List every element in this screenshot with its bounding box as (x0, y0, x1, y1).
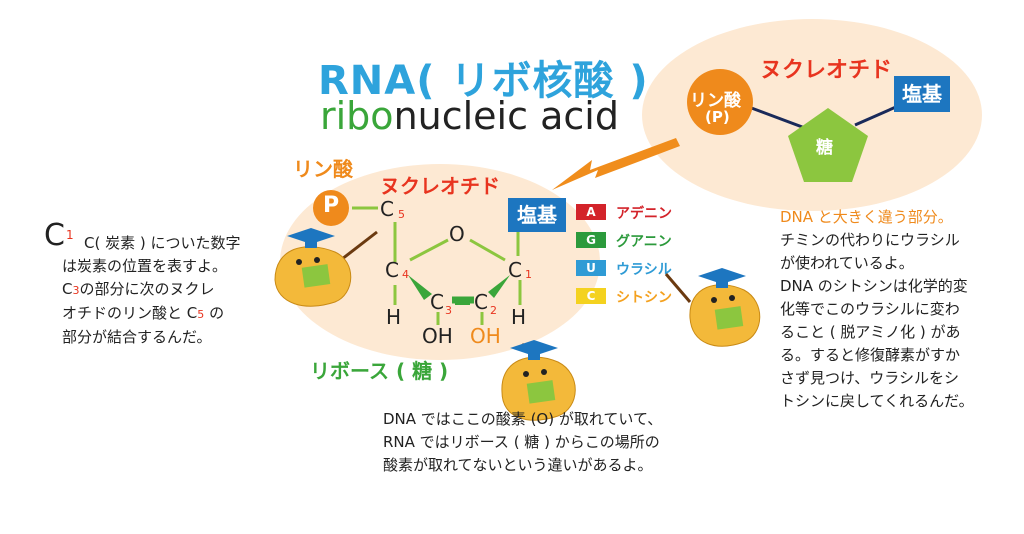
adenine-tag: A (576, 204, 606, 220)
structure-nucleotide-label: ヌクレオチド (380, 174, 500, 198)
phosphate-circle (687, 69, 753, 135)
left-note-line-1: C( 炭素 ) についた数字 (84, 234, 241, 252)
left-note-c3: C (62, 280, 73, 298)
right-note-line-4: 化等でこのウラシルに変わ (780, 300, 960, 318)
right-note-line-5: ること ( 脱アミノ化 ) があ (780, 323, 961, 341)
bottom-note: DNA ではここの酸素 (O) が取れていて、 RNA ではリボース ( 糖 )… (383, 408, 662, 477)
base-item-guanine: G グアニン (576, 228, 686, 252)
atom-c2: C (474, 290, 488, 314)
ribose-label: リボース ( 糖 ) (310, 359, 449, 383)
left-note-c5-num: 5 (197, 308, 205, 321)
mascot-right (664, 268, 761, 347)
base-item-adenine: A アデニン (576, 200, 686, 224)
phosphate-symbol: P (322, 193, 340, 218)
atom-oh-3: OH (422, 324, 453, 348)
nucleotide-highlight (642, 19, 982, 211)
base-legend: A アデニン G グアニン U ウラシル C シトシン (576, 200, 686, 308)
left-note-big-num: 1 (66, 228, 74, 242)
left-note-c3-num: 3 (72, 284, 80, 297)
base-item-cytosine: C シトシン (576, 284, 686, 308)
cytosine-label: シトシン (616, 290, 672, 306)
page-title: RNA( リボ核酸 ) (318, 58, 649, 104)
schematic-sugar-label: 糖 (816, 138, 833, 158)
schematic-phosphate-short: (P) (705, 108, 730, 126)
left-note-c5-tail: の (209, 304, 225, 322)
atom-c5-num: 5 (398, 208, 405, 221)
subtitle-rest: nucleic acid (393, 94, 619, 138)
mascot-left (274, 228, 378, 307)
left-note-big-c: C (44, 218, 65, 253)
structure-phosphate-label: リン酸 (293, 157, 353, 181)
guanine-label: グアニン (616, 234, 672, 250)
atom-c4: C (385, 258, 399, 282)
left-note-line-4: オチドのリン酸と C5 の (62, 302, 240, 326)
left-note-line-3-text: の部分に次のヌクレ (79, 280, 215, 298)
left-note: C( 炭素 ) についた数字 は炭素の位置を表すよ。 C3の部分に次のヌクレ オ… (62, 232, 240, 349)
atom-c3: C (430, 290, 444, 314)
schematic-nucleotide-label: ヌクレオチド (760, 58, 893, 83)
right-note: DNA と大きく違う部分。 チミンの代わりにウラシル が使われているよ。 DNA… (780, 206, 974, 413)
arrow-icon (552, 138, 680, 190)
uracil-label: ウラシル (616, 262, 672, 278)
right-note-line-6: る。すると修復酵素がすか (780, 346, 961, 364)
right-note-line-8: トシンに戻してくれるんだ。 (780, 392, 974, 410)
atom-h-left: H (386, 305, 402, 329)
mascot-bottom (501, 340, 576, 421)
sugar-pentagon (788, 108, 868, 182)
right-note-line-2: が使われているよ。 (780, 254, 914, 272)
right-note-line-1: チミンの代わりにウラシル (780, 231, 960, 249)
atom-oh-2: OH (470, 324, 501, 348)
atom-c1-num: 1 (525, 268, 532, 281)
right-note-line-7: さず見つけ、ウラシルをシ (780, 369, 959, 387)
bottom-note-line-2: RNA ではリボース ( 糖 ) からこの場所の (383, 433, 660, 451)
structure-base-label: 塩基 (508, 198, 566, 232)
nucleotide-schematic (687, 69, 931, 182)
left-note-line-4-text: オチドのリン酸と (62, 304, 183, 322)
right-note-heading: DNA と大きく違う部分。 (780, 208, 953, 226)
guanine-tag: G (576, 232, 606, 248)
atom-c3-num: 3 (445, 304, 452, 317)
bottom-note-line-1: DNA ではここの酸素 (O) が取れていて、 (383, 410, 663, 428)
atom-o: O (449, 222, 465, 246)
uracil-tag: U (576, 260, 606, 276)
page-subtitle: ribonucleic acid (320, 94, 619, 138)
phosphate-icon (313, 190, 349, 226)
left-note-line-2: は炭素の位置を表すよ。 (62, 257, 228, 275)
atom-h-right: H (511, 305, 527, 329)
base-item-uracil: U ウラシル (576, 256, 686, 280)
left-note-line-5: 部分が結合するんだ。 (62, 328, 212, 346)
schematic-base-label: 塩基 (894, 76, 950, 112)
atom-c1: C (508, 258, 522, 282)
atom-c5: C (380, 197, 394, 221)
right-note-line-3: DNA のシトシンは化学的変 (780, 277, 968, 295)
left-note-c5: C (186, 304, 198, 322)
subtitle-prefix: ribo (320, 94, 394, 138)
cytosine-tag: C (576, 288, 606, 304)
atom-c2-num: 2 (490, 304, 497, 317)
adenine-label: アデニン (616, 206, 672, 222)
bottom-note-line-3: 酸素が取れてないという違いがあるよ。 (383, 456, 653, 474)
schematic-phosphate-label: リン酸 (690, 91, 741, 111)
left-note-line-3: C3の部分に次のヌクレ (62, 278, 240, 302)
atom-c4-num: 4 (402, 268, 409, 281)
